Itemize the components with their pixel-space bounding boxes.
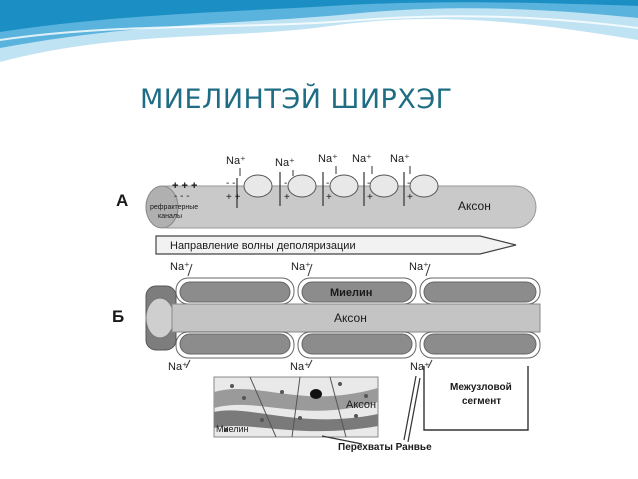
panel-a-na-4: Na⁺ <box>352 153 372 165</box>
panel-a-na-3: Na⁺ <box>318 153 338 165</box>
internode-label-2: сегмент <box>462 396 501 407</box>
nerve-micrograph <box>213 376 379 438</box>
svg-text:+: + <box>407 192 413 203</box>
svg-text:-: - <box>284 178 287 189</box>
panel-b-na-top-1: Na⁺ <box>170 261 190 273</box>
svg-text:-: - <box>367 178 370 189</box>
panel-b-na-bottom-3: Na⁺ <box>410 361 430 373</box>
ranvier-callout-lines <box>321 375 421 445</box>
panel-a-refractory-2: каналы <box>158 213 182 220</box>
svg-text:+: + <box>367 192 373 203</box>
svg-text:-: - <box>407 178 410 189</box>
panel-b-axon-cap <box>145 285 177 351</box>
internode-bracket <box>423 366 529 431</box>
panel-a-axon-label: Аксон <box>458 199 491 213</box>
panel-b-na-bottom-2: Na⁺ <box>290 361 310 373</box>
panel-b-letter: Б <box>112 307 124 326</box>
panel-a-ticks <box>236 172 405 208</box>
svg-text:+ +: + + <box>226 192 241 203</box>
micrograph-axon-label: Аксон <box>346 399 376 411</box>
panel-b-bottom-arrows <box>185 359 433 369</box>
panel-b-myelin-label: Миелин <box>330 287 372 299</box>
svg-text:+: + <box>284 192 290 203</box>
panel-a-axon <box>145 185 537 229</box>
ranvier-nodes-label: Перехваты Ранвье <box>338 442 432 453</box>
svg-text:-: - <box>326 178 329 189</box>
micrograph-myelin-label: Миелин <box>216 424 249 434</box>
panel-a-na-5: Na⁺ <box>390 153 410 165</box>
panel-a-charge-marks: - - + + - + - + - + - + <box>226 178 413 203</box>
top-wave-decoration <box>0 0 638 62</box>
panel-a-refractory-1: рефрактерные <box>150 204 198 211</box>
panel-b-na-top-2: Na⁺ <box>291 261 311 273</box>
panel-a-na-1: Na⁺ <box>226 155 246 167</box>
panel-a-na-2: Na⁺ <box>275 157 295 169</box>
depolarization-label: Направление волны деполяризации <box>170 240 356 252</box>
panel-b-na-top-3: Na⁺ <box>409 261 429 273</box>
panel-a-na-arrows <box>239 166 411 176</box>
internode-label-1: Межузловой <box>450 382 512 393</box>
slide-title: МИЕЛИНТЭЙ ШИРХЭГ <box>140 84 453 115</box>
svg-text:- -: - - <box>226 178 235 189</box>
panel-b-axon <box>171 303 541 333</box>
panel-a-ion-channels <box>243 174 439 198</box>
svg-text:+: + <box>326 192 332 203</box>
panel-b-top-arrows <box>187 263 431 277</box>
panel-b-axon-label: Аксон <box>334 311 367 325</box>
panel-b-myelin-top <box>175 277 541 305</box>
depolarization-arrow <box>155 235 517 255</box>
panel-a-letter: А <box>116 191 128 210</box>
panel-b-na-bottom-1: Na⁺ <box>168 361 188 373</box>
panel-a-charges-bottom: - - - <box>174 191 190 202</box>
panel-a-charges-top: + + + <box>172 180 197 192</box>
panel-b-myelin-bottom <box>175 331 541 359</box>
